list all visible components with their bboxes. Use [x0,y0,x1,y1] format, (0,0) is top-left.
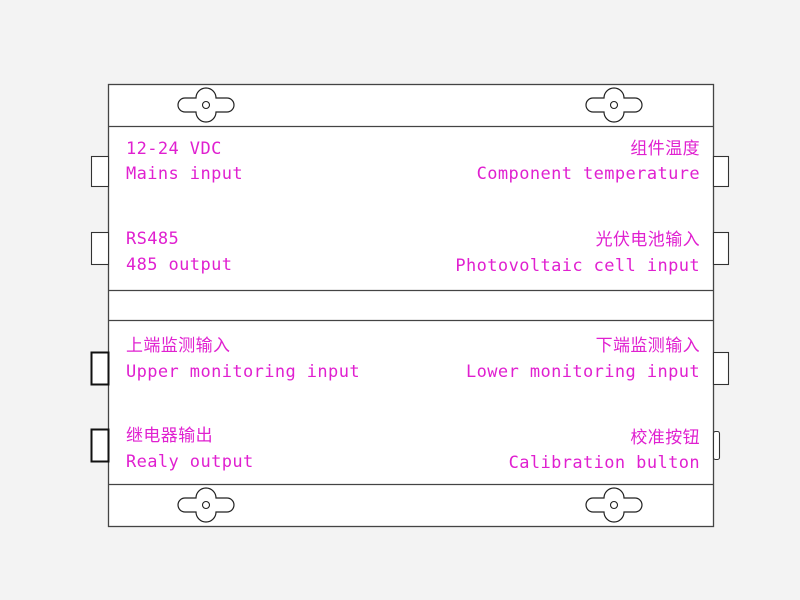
connector-upper-monitoring [90,351,110,386]
connector-photovoltaic-input [712,231,730,266]
calibration-button-name: 校准按钮 [630,428,700,448]
mounting-hole-bottom-right [585,487,643,523]
pv-cell-port-description: Photovoltaic cell input [455,256,700,276]
connector-rs485 [90,231,110,266]
rs485-port-name: RS485 [126,229,180,249]
connector-component-temperature [712,155,730,188]
connector-relay-output [90,428,110,463]
mains-port-name: 12-24 VDC [126,139,222,159]
component-temp-port-name: 组件温度 [630,139,700,159]
upper-monitor-port-name: 上端监测输入 [126,336,231,356]
connector-lower-monitoring [712,351,730,386]
component-temp-port-description: Component temperature [476,164,700,184]
lower-monitor-port-description: Lower monitoring input [466,362,700,382]
mounting-hole-top-right [585,87,643,123]
pv-cell-port-name: 光伏电池输入 [595,230,700,250]
calibration-button-body [712,430,721,461]
connector-mains-input [90,155,110,188]
mains-port-description: Mains input [126,164,243,184]
relay-port-description: Realy output [126,452,254,472]
enclosure-outline [107,83,715,528]
mounting-hole-bottom-left [177,487,235,523]
relay-port-name: 继电器输出 [126,426,213,446]
upper-monitor-port-description: Upper monitoring input [126,362,360,382]
lower-monitor-port-name: 下端监测输入 [595,336,700,356]
calibration-button-description: Calibration bulton [508,453,700,473]
rs485-port-description: 485 output [126,255,233,275]
mounting-hole-top-left [177,87,235,123]
